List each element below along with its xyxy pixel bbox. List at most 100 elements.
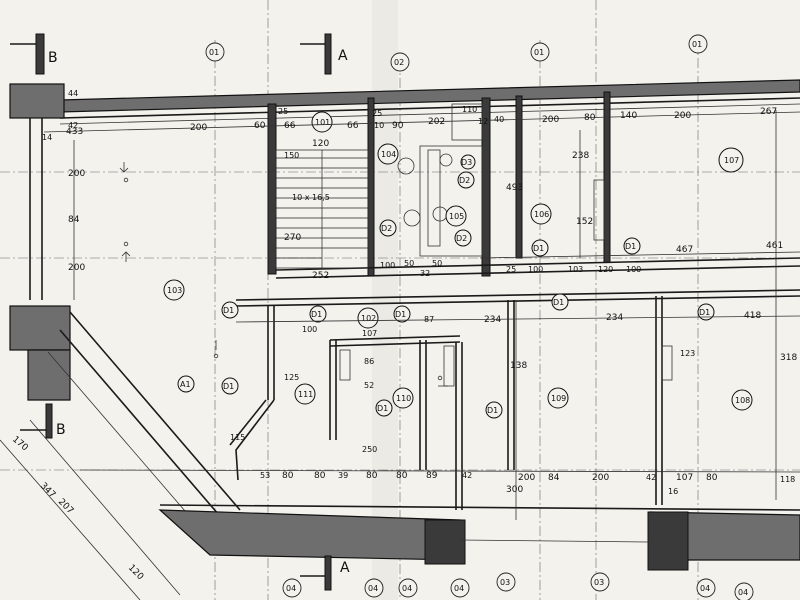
dimension-label: 250	[362, 445, 377, 454]
dimension-label: 90	[392, 121, 404, 131]
axis-label: 04	[368, 584, 378, 593]
dimension-label: 39	[338, 471, 348, 480]
door-tag: D1	[699, 308, 710, 317]
dimension-label: 66	[347, 121, 359, 131]
dimension-label: 89	[426, 471, 438, 481]
dimension-label: 80	[314, 471, 326, 481]
room-label: 111	[298, 390, 313, 399]
axis-label: 04	[286, 584, 296, 593]
dimension-label: 80	[706, 473, 718, 483]
dimension-label: 42	[462, 471, 472, 480]
dimension-label: 238	[572, 151, 589, 161]
flow-arrows	[119, 162, 448, 387]
dimension-label: 53	[260, 471, 270, 480]
door-tag: D2	[381, 224, 392, 233]
dimension-label: 44	[68, 89, 78, 98]
dimension-label: 150	[284, 151, 299, 160]
room-label: 105	[449, 212, 464, 221]
dimension-label: 100	[528, 265, 543, 274]
dimension-label: 125	[284, 373, 299, 382]
dimension-label: 80	[396, 471, 408, 481]
dimension-label: 270	[284, 233, 301, 243]
room-markers	[163, 111, 753, 411]
dimension-label: 138	[510, 361, 527, 371]
dimension-label: 120	[312, 139, 329, 149]
dimension-label: 100	[302, 325, 317, 334]
door-tag: D1	[625, 242, 636, 251]
door-tag: D1	[311, 310, 322, 319]
dimension-label: 107	[362, 329, 377, 338]
dimension-label: 25	[506, 265, 516, 274]
axis-label: 03	[594, 578, 604, 587]
room-label: 108	[735, 396, 750, 405]
west-wall	[9, 83, 71, 401]
dimension-label: 202	[428, 117, 445, 127]
room-label: 107	[724, 156, 739, 165]
dimension-label: 200	[518, 473, 535, 483]
dimension-label: 123	[680, 349, 695, 358]
dimension-label: 12	[478, 117, 488, 126]
dimension-label: 120	[598, 265, 613, 274]
axis-label: 01	[534, 48, 544, 57]
dimension-label: 467	[676, 245, 693, 255]
door-tag: D1	[533, 244, 544, 253]
dimension-label: 140	[620, 111, 637, 121]
section-label: A	[340, 560, 350, 576]
axis-label: 04	[700, 584, 710, 593]
interior-walls	[229, 91, 800, 510]
dimension-label: 25	[278, 107, 288, 116]
dimension-label: 60	[254, 121, 266, 131]
dimension-label: 118	[780, 475, 795, 484]
dimension-label: 234	[484, 315, 501, 325]
dimension-label: 25	[372, 109, 382, 118]
dimension-label: 50	[432, 259, 442, 268]
dimension-label: 10 x 16,5	[292, 193, 330, 202]
dimension-label: 200	[190, 123, 207, 133]
dimension-label: 14	[42, 133, 52, 142]
dimension-label: 66	[284, 121, 296, 131]
dimension-label: 87	[424, 315, 434, 324]
dimension-label: 252	[312, 271, 329, 281]
axis-label: 02	[394, 58, 404, 67]
dimension-label: 200	[68, 169, 85, 179]
room-label: 103	[167, 286, 182, 295]
dimension-label: 52	[364, 381, 374, 390]
door-tag-markers	[177, 154, 715, 419]
axis-label: 04	[402, 584, 412, 593]
door-tag: A1	[180, 380, 191, 389]
door-tag: D1	[377, 404, 388, 413]
room-label: 102	[361, 314, 376, 323]
section-markers	[10, 33, 332, 591]
door-tag: D3	[461, 158, 472, 167]
dimension-lines	[43, 110, 800, 520]
dimension-label: 152	[576, 217, 593, 227]
room-label: 101	[315, 118, 330, 127]
dimension-label: 461	[766, 241, 783, 251]
door-tag: D1	[487, 406, 498, 415]
door-tag: D1	[553, 298, 564, 307]
room-label: 110	[396, 394, 411, 403]
axis-label: 04	[454, 584, 464, 593]
dimension-label: 80	[366, 471, 378, 481]
dimension-label: 493	[506, 183, 523, 193]
dimension-label: 267	[760, 107, 777, 117]
outer-wall-south	[158, 504, 800, 571]
sanitary-fixtures	[339, 103, 673, 387]
dimension-label: 418	[744, 311, 761, 321]
room-label: 109	[551, 394, 566, 403]
door-tag: D2	[456, 234, 467, 243]
dimension-label: 200	[592, 473, 609, 483]
dimension-label: 50	[404, 259, 414, 268]
axis-label: 04	[738, 588, 748, 597]
section-label: B	[48, 50, 58, 66]
dimension-label: 107	[676, 473, 693, 483]
dimension-label: 200	[68, 263, 85, 273]
dimension-label: 80	[584, 113, 596, 123]
door-tag: D2	[459, 176, 470, 185]
section-label: B	[56, 422, 66, 438]
dimension-label: 234	[606, 313, 623, 323]
door-tag: D1	[223, 306, 234, 315]
axis-label: 01	[692, 40, 702, 49]
